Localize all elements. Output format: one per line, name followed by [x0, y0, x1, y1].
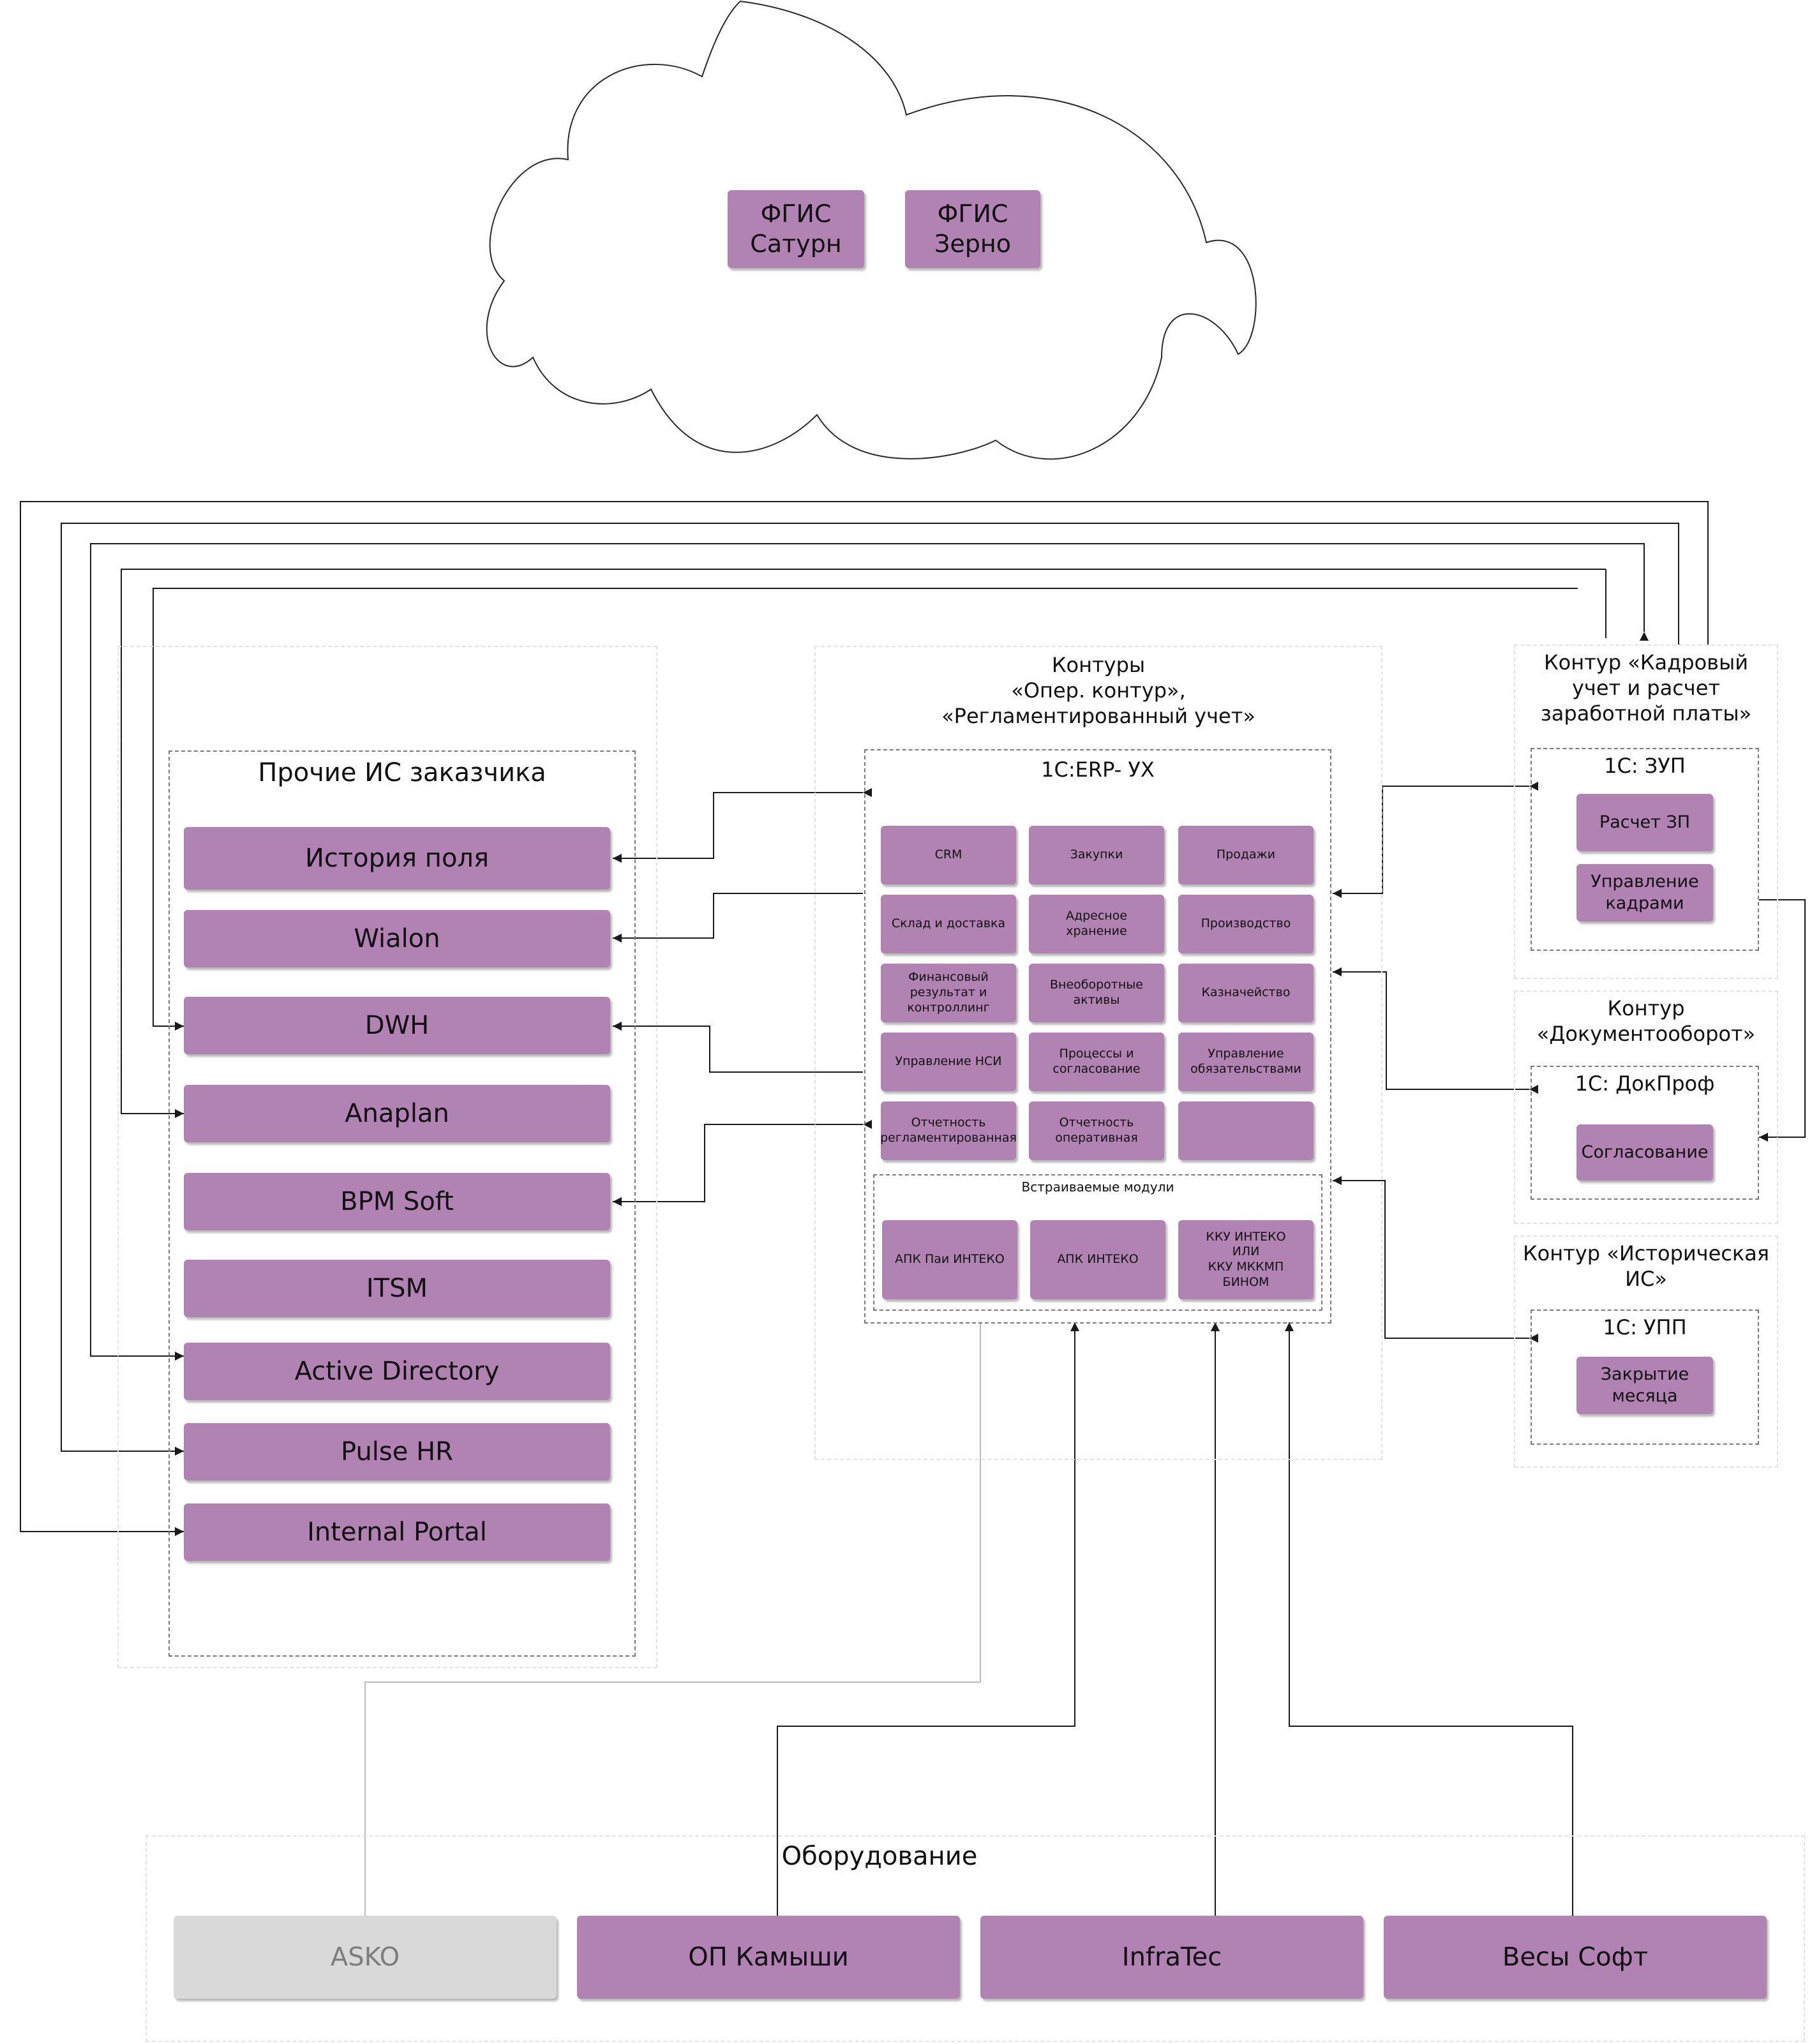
equipment-infratec: InfraTec [980, 1916, 1363, 1999]
hr-contour-title: Контур «Кадровый учет и расчет заработно… [1540, 650, 1752, 726]
link-op-kamyshi [777, 1322, 1079, 1916]
erp-module-zakupki: Закупки [1029, 826, 1164, 884]
bus-pulse-hr [61, 523, 1679, 1456]
equipment-op-kamyshi: ОП Камыши [577, 1916, 960, 1999]
erp-contour-title: Контуры «Опер. контур», «Регламентирован… [941, 653, 1255, 728]
client-is-frame [168, 750, 636, 1657]
hr-contour-region [1514, 645, 1778, 979]
erp-module-processy: Процессы и согласование [1029, 1033, 1164, 1091]
client-is-item-itsm: ITSM [184, 1260, 610, 1317]
erp-frame [864, 749, 1331, 1324]
client-is-item-internal-portal: Internal Portal [184, 1503, 610, 1561]
client-is-item-active-directory: Active Directory [184, 1343, 610, 1400]
client-is-region [117, 646, 657, 1668]
zup-item-raschet: Расчет ЗП [1576, 794, 1713, 851]
equipment-vesy-soft: Весы Софт [1384, 1916, 1767, 1999]
zup-title: 1С: ЗУП [1604, 754, 1686, 778]
embedded-apk-inteko: АПК ИНТЕКО [1030, 1220, 1165, 1299]
client-is-item-wialon: Wialon [184, 910, 610, 967]
cloud-shape [486, 0, 1257, 460]
client-is-item-history: История поля [184, 827, 610, 890]
docprof-title: 1С: ДокПроф [1575, 1071, 1715, 1096]
doc-contour-region [1514, 990, 1778, 1224]
erp-module-sklad: Склад и доставка [881, 895, 1016, 953]
erp-module-kaznacheystvo: Казначейство [1178, 964, 1314, 1022]
bus-anaplan [121, 569, 1606, 1114]
erp-module-otchet-regl: Отчетность регламентированная [880, 1101, 1017, 1160]
bus-internal-portal [20, 501, 1709, 1536]
docprof-frame [1531, 1066, 1759, 1200]
erp-module-crm: CRM [881, 826, 1016, 884]
fgis-saturn-box: ФГИС Сатурн [728, 190, 864, 268]
client-is-item-anaplan: Anaplan [184, 1085, 610, 1142]
erp-module-finrez: Финансовый результат и контроллинг [881, 964, 1016, 1022]
embedded-modules-frame [873, 1174, 1322, 1311]
erp-system-title: 1С:ERP- УХ [1041, 757, 1155, 782]
erp-module-otchet-oper: Отчетность оперативная [1029, 1101, 1164, 1160]
embedded-apk-pai: АПК Паи ИНТЕКО [882, 1220, 1017, 1299]
docprof-item-soglasovanie: Согласование [1576, 1124, 1713, 1181]
upp-title: 1С: УПП [1603, 1315, 1687, 1339]
erp-module-nsi: Управление НСИ [881, 1033, 1016, 1091]
doc-contour-title: Контур «Документооборот» [1536, 996, 1756, 1046]
erp-module-obyazatelstva: Управление обязательствами [1178, 1033, 1314, 1091]
erp-module-prodazhi: Продажи [1178, 826, 1314, 884]
zup-item-kadry: Управление кадрами [1576, 864, 1713, 921]
equipment-title: Оборудование [781, 1842, 978, 1871]
embedded-modules-title: Встраиваемые модули [1021, 1179, 1174, 1195]
zup-frame [1531, 748, 1759, 951]
client-is-title: Прочие ИС заказчика [258, 758, 546, 787]
bus-active-directory [90, 543, 1649, 1361]
erp-module-proizvodstvo: Производство [1178, 895, 1314, 953]
upp-frame [1531, 1309, 1759, 1445]
client-is-item-bpm-soft: BPM Soft [184, 1173, 610, 1230]
link-asko [364, 1324, 981, 1916]
client-is-item-dwh: DWH [184, 997, 610, 1054]
erp-module-adresnoe: Адресное хранение [1029, 895, 1164, 953]
equipment-region [146, 1835, 1805, 2042]
hist-contour-region [1514, 1235, 1778, 1468]
link-zup-docprof [1759, 899, 1806, 1142]
client-is-item-pulse-hr: Pulse HR [184, 1423, 610, 1481]
embedded-kku: ККУ ИНТЕКО ИЛИ ККУ МККМП БИНОМ [1178, 1220, 1314, 1299]
erp-contour-region [814, 646, 1382, 1460]
erp-module-empty [1178, 1101, 1314, 1160]
link-vesy-soft [1285, 1322, 1573, 1916]
erp-module-vneoborotnye: Внеоборотные активы [1029, 964, 1164, 1022]
upp-item-zakrytie: Закрытие месяца [1576, 1357, 1713, 1414]
fgis-zerno-box: ФГИС Зерно [905, 190, 1040, 268]
equipment-asko: ASKO [174, 1916, 557, 1999]
hist-contour-title: Контур «Историческая ИС» [1522, 1241, 1770, 1291]
